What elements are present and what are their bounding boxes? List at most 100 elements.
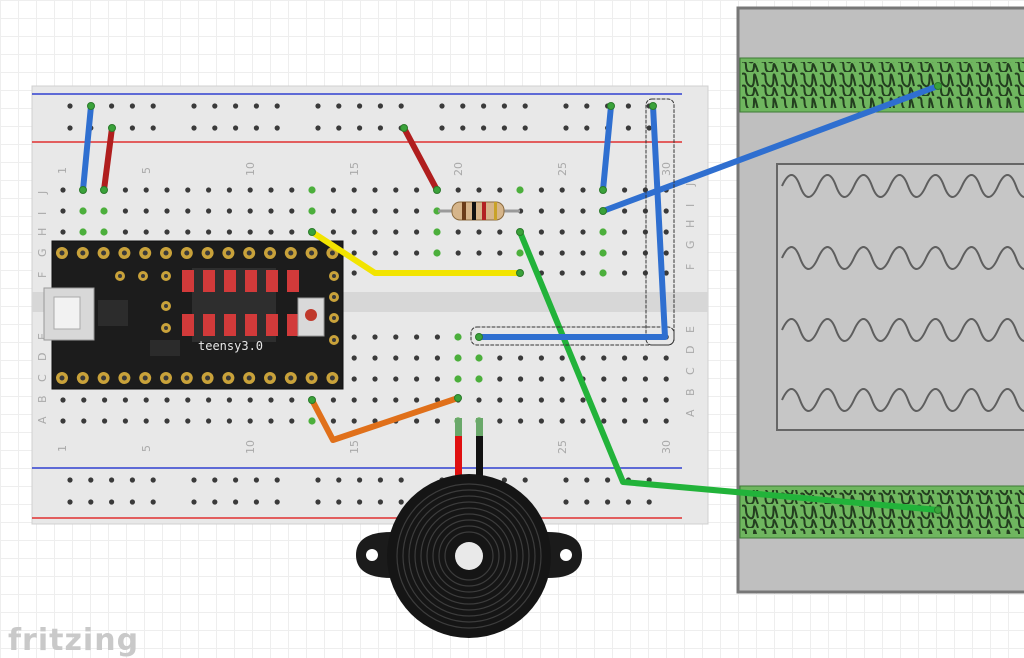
- rail-hole: [357, 477, 363, 483]
- breadboard-hole: [372, 397, 378, 403]
- rail-hole: [233, 477, 239, 483]
- wire-orange[interactable]: [309, 395, 461, 443]
- rail-hole: [150, 477, 156, 483]
- breadboard-labels: 1 5 10 15 20 25 30 1 5 10 15 25 30 J I H…: [36, 162, 697, 454]
- wire-blue-selected[interactable]: [476, 103, 668, 340]
- rail-hole: [233, 499, 239, 505]
- breadboard-hole: [538, 355, 545, 361]
- resistor-band-2: [472, 202, 476, 220]
- sensor-pad-top-pattern: [742, 62, 1024, 108]
- breadboard-hole: [559, 187, 565, 193]
- rail-hole: [336, 499, 342, 505]
- buzzer-mount-hole-right: [560, 549, 572, 561]
- connected-hole: [308, 207, 316, 215]
- wire-red-left-rail[interactable]: [101, 125, 115, 193]
- breadboard-hole: [143, 187, 149, 193]
- resistor[interactable]: [438, 201, 520, 221]
- rail-hole: [129, 125, 135, 131]
- wire-selection-outline-2: [470, 326, 675, 346]
- rail-hole: [481, 125, 487, 131]
- rail-hole: [563, 125, 569, 131]
- rail-hole: [129, 103, 135, 109]
- teensy-pin-hole: [246, 375, 252, 381]
- buzzer-ring: [420, 507, 518, 605]
- breadboard-hole: [559, 229, 565, 235]
- wire-blue-left-rail[interactable]: [80, 103, 94, 193]
- rail-hole: [150, 499, 156, 505]
- buzzer-lead-red-tip: [455, 418, 462, 436]
- breadboard-hole: [226, 418, 232, 424]
- row-letter-right-d: D: [684, 346, 697, 354]
- breadboard-hole: [102, 397, 108, 403]
- teensy-pin-hole: [121, 375, 127, 381]
- rail-hole: [625, 499, 632, 505]
- wire-red-resistor[interactable]: [401, 125, 440, 193]
- breadboard-hole: [206, 229, 212, 235]
- breadboard-hole: [580, 270, 586, 276]
- breadboard-hole: [414, 376, 420, 382]
- buzzer-hole: [455, 542, 483, 570]
- teensy-red-block: [245, 314, 257, 336]
- rail-hole: [501, 477, 507, 483]
- teensy-pin-hole: [163, 375, 169, 381]
- rail-hole: [212, 499, 218, 505]
- rail-hole: [605, 477, 611, 483]
- breadboard-hole: [414, 355, 420, 361]
- teensy-red-block: [266, 314, 278, 336]
- rail-hole: [109, 477, 115, 483]
- breadboard-hole: [226, 397, 232, 403]
- teensy-red-block: [224, 270, 236, 292]
- rail-hole: [315, 103, 321, 109]
- teensy-pin-hole: [329, 375, 335, 381]
- teensy-board[interactable]: teensy3.0: [43, 240, 344, 390]
- breadboard-hole: [372, 229, 378, 235]
- breadboard-hole: [497, 355, 503, 361]
- rail-hole: [501, 103, 507, 109]
- breadboard-hole: [372, 208, 378, 214]
- sensor-meander: [781, 174, 1024, 412]
- breadboard-hole: [226, 208, 232, 214]
- breadboard-hole: [351, 418, 357, 424]
- breadboard-hole: [642, 376, 649, 382]
- breadboard-hole: [580, 397, 586, 403]
- breadboard-hole: [642, 355, 649, 361]
- breadboard-hole: [393, 397, 399, 403]
- rail-hole: [336, 477, 342, 483]
- wire-green-sensor[interactable]: [517, 229, 941, 513]
- teensy-pin-hole: [80, 375, 86, 381]
- wire-end: [607, 102, 615, 110]
- wire-blue-right-rail[interactable]: [600, 103, 614, 193]
- breadboard-hole: [330, 229, 336, 235]
- wire-yellow[interactable]: [309, 229, 523, 276]
- breadboard-hole: [247, 229, 253, 235]
- teensy-pin-hole: [267, 250, 273, 256]
- rail-hole: [274, 477, 280, 483]
- buzzer-ring: [402, 489, 536, 623]
- breadboard-hole: [226, 187, 232, 193]
- rail-hole: [212, 103, 218, 109]
- wire-end: [108, 124, 116, 132]
- rail-hole: [584, 477, 590, 483]
- teensy-pin-hole: [309, 375, 315, 381]
- breadboard-hole: [601, 376, 607, 382]
- teensy-pin-hole: [288, 375, 294, 381]
- breadboard-hole: [164, 418, 170, 424]
- breadboard-hole: [580, 250, 586, 256]
- breadboard-hole: [185, 397, 191, 403]
- teensy-red-block: [182, 270, 194, 292]
- teensy-pin-hole: [225, 375, 231, 381]
- rail-hole: [584, 499, 590, 505]
- breadboard-hole: [289, 229, 295, 235]
- breadboard-hole: [559, 397, 565, 403]
- rail-hole: [150, 103, 156, 109]
- breadboard-hole: [351, 376, 357, 382]
- teensy-red-block: [287, 270, 299, 292]
- rail-hole: [398, 499, 404, 505]
- breadboard-hole: [393, 334, 399, 340]
- breadboard-hole: [497, 397, 503, 403]
- piezo-buzzer[interactable]: [356, 418, 582, 638]
- breadboard-hole: [455, 187, 461, 193]
- rail-hole: [605, 499, 611, 505]
- rail-hole: [67, 499, 73, 505]
- rail-hole: [460, 103, 466, 109]
